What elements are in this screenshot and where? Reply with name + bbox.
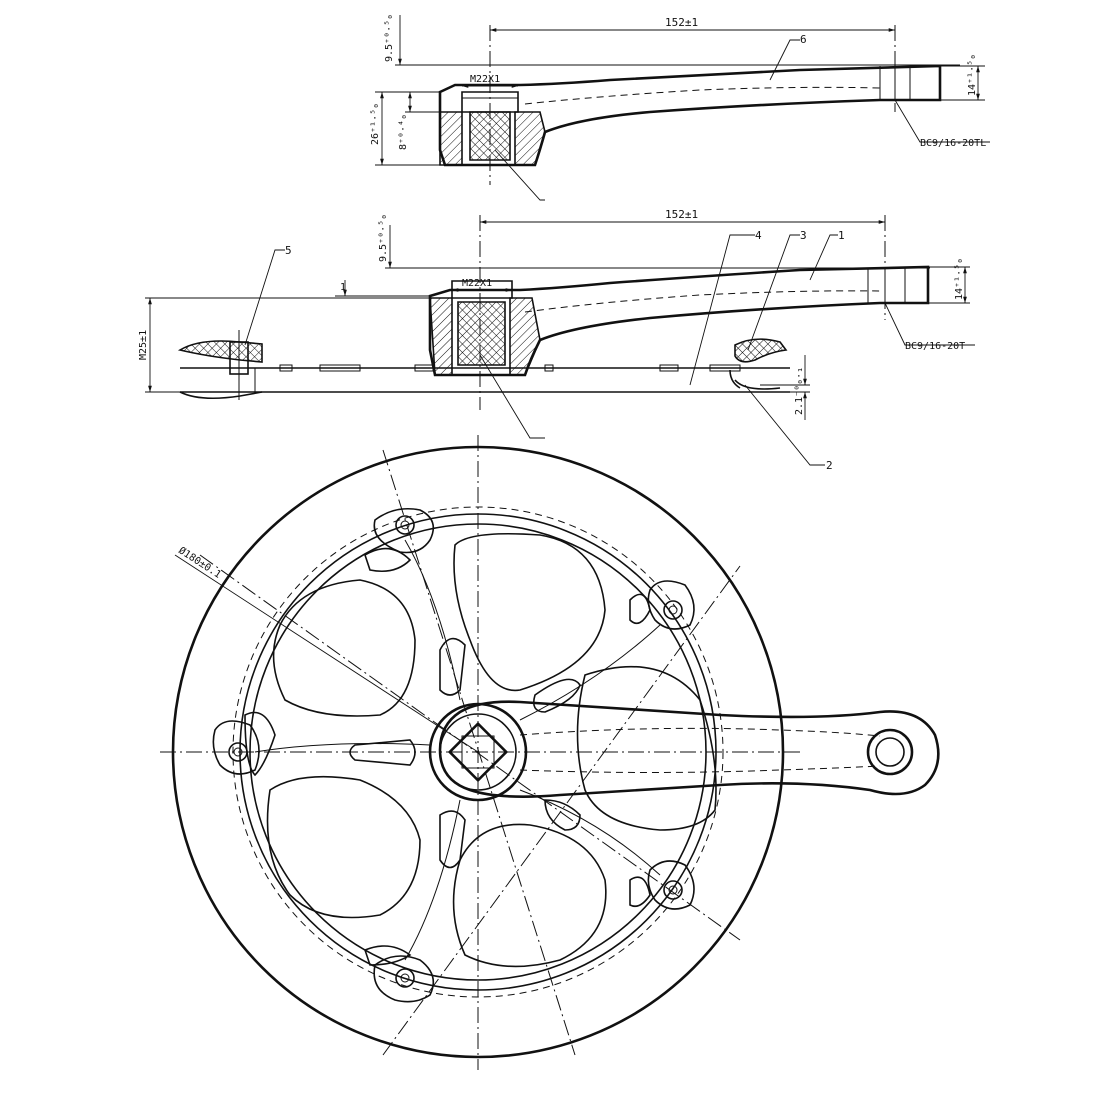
dim-mid-m: M25±1 <box>138 330 149 360</box>
crank-arm-side-view: 152±1 M22X1 9.5⁺⁰·⁵₀ 26⁺¹·⁵₀ 8⁺⁰·⁴₀ 14⁺¹… <box>370 14 990 201</box>
bolt-tab-left <box>212 711 276 777</box>
callout-2: 2 <box>826 459 833 472</box>
bolt-tab-bottom <box>364 945 435 1003</box>
dim-mid-tooth: 2.1⁻⁰₀·₁ <box>794 367 805 415</box>
dim-top-width: 152±1 <box>665 16 698 29</box>
callout-4: 4 <box>755 229 762 242</box>
callout-1: 1 <box>838 229 845 242</box>
chainwheel-front-view: Ø180±0.1 <box>160 435 940 1070</box>
callout-6: 6 <box>800 33 807 46</box>
bolt-tab-top <box>364 507 435 573</box>
label-mid-pedal-thread: BC9/16-20T <box>905 341 965 352</box>
dim-top-thread: M22X1 <box>470 74 500 85</box>
dim-top-offset: 9.5⁺⁰·⁵₀ <box>384 14 395 62</box>
dim-mid-small: 1 <box>340 282 346 293</box>
dim-top-height: 26⁺¹·⁵₀ <box>370 103 381 145</box>
dim-mid-end: 14⁺¹·⁵₀ <box>954 258 965 300</box>
label-top-pedal-thread: BC9/16-20TL <box>920 138 986 149</box>
dim-mid-offset: 9.5⁺⁰·⁵₀ <box>378 214 389 262</box>
dim-mid-width: 152±1 <box>665 208 698 221</box>
dim-top-inner: 8⁺⁰·⁴₀ <box>398 114 409 150</box>
dim-diameter: Ø180±0.1 <box>176 544 223 580</box>
callout-5: 5 <box>285 244 292 257</box>
crankset-section-view: 152±1 M22X1 9.5⁺⁰·⁵₀ 1 M25±1 14⁺¹·⁵₀ BC9… <box>138 208 975 472</box>
bolt-tab-right-top <box>629 580 695 630</box>
callout-3: 3 <box>800 229 807 242</box>
dim-top-end: 14⁺¹·⁵₀ <box>967 54 978 96</box>
dim-mid-thread: M22X1 <box>462 278 492 289</box>
bolt-tab-right-bottom <box>629 860 695 910</box>
